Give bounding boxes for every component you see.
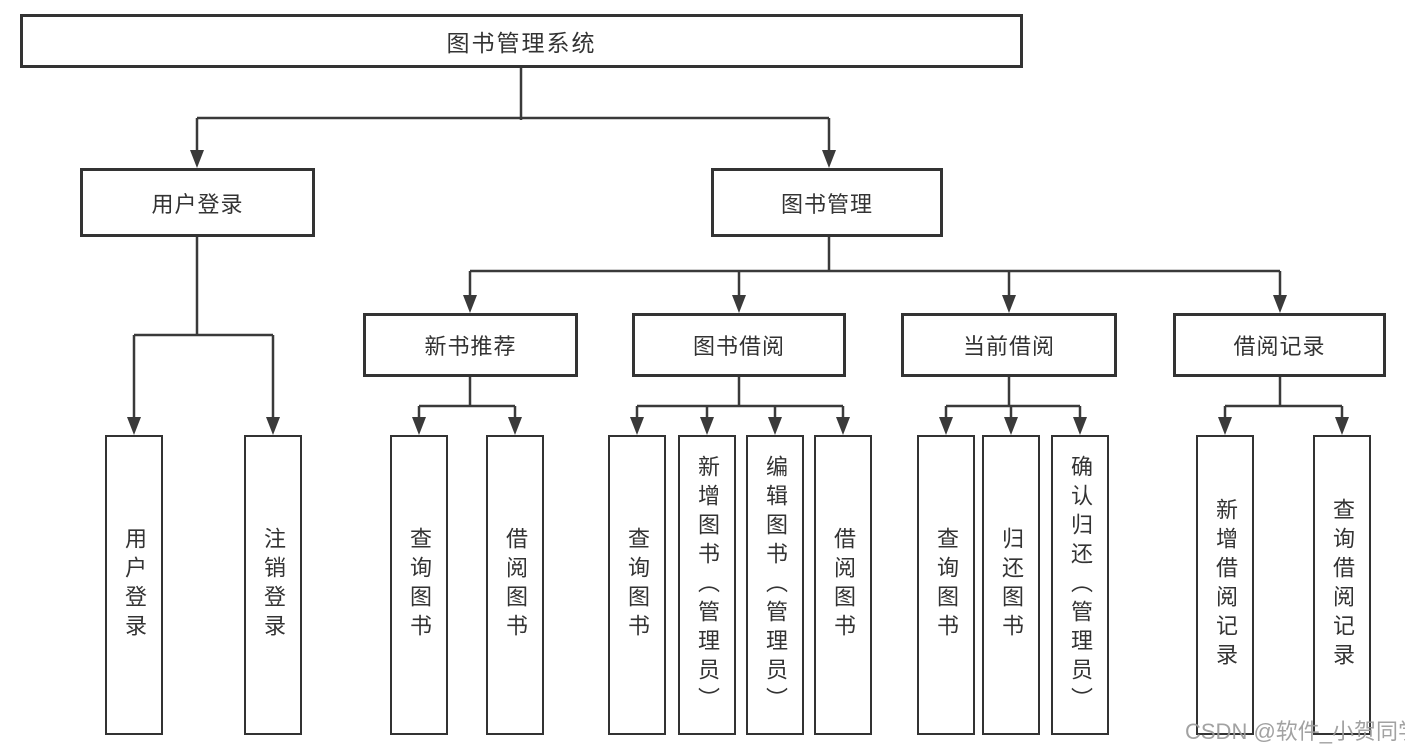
node-cb-query-book: 查询图书: [917, 435, 975, 735]
node-cb-confirm-return-admin: 确认归还（管理员）: [1051, 435, 1109, 735]
node-leaf-logout: 注销登录: [244, 435, 302, 735]
node-cb-return-book: 归还图书: [982, 435, 1040, 735]
node-bb-borrow-book: 借阅图书: [814, 435, 872, 735]
node-bb-edit-book-admin: 编辑图书（管理员）: [746, 435, 804, 735]
node-rec-borrow-book: 借阅图书: [486, 435, 544, 735]
node-book-borrow: 图书借阅: [632, 313, 846, 377]
node-bb-query-book: 查询图书: [608, 435, 666, 735]
node-root: 图书管理系统: [20, 14, 1023, 68]
node-book-management: 图书管理: [711, 168, 943, 237]
node-rec-query-book: 查询图书: [390, 435, 448, 735]
node-br-add-record: 新增借阅记录: [1196, 435, 1254, 735]
node-bb-add-book-admin: 新增图书（管理员）: [678, 435, 736, 735]
csdn-watermark: CSDN @软件_小贺同学: [1185, 719, 1405, 744]
node-br-query-record: 查询借阅记录: [1313, 435, 1371, 735]
node-leaf-user-login: 用户登录: [105, 435, 163, 735]
node-current-borrow: 当前借阅: [901, 313, 1117, 377]
node-user-login: 用户登录: [80, 168, 315, 237]
node-new-book-recommend: 新书推荐: [363, 313, 578, 377]
node-borrow-records: 借阅记录: [1173, 313, 1386, 377]
